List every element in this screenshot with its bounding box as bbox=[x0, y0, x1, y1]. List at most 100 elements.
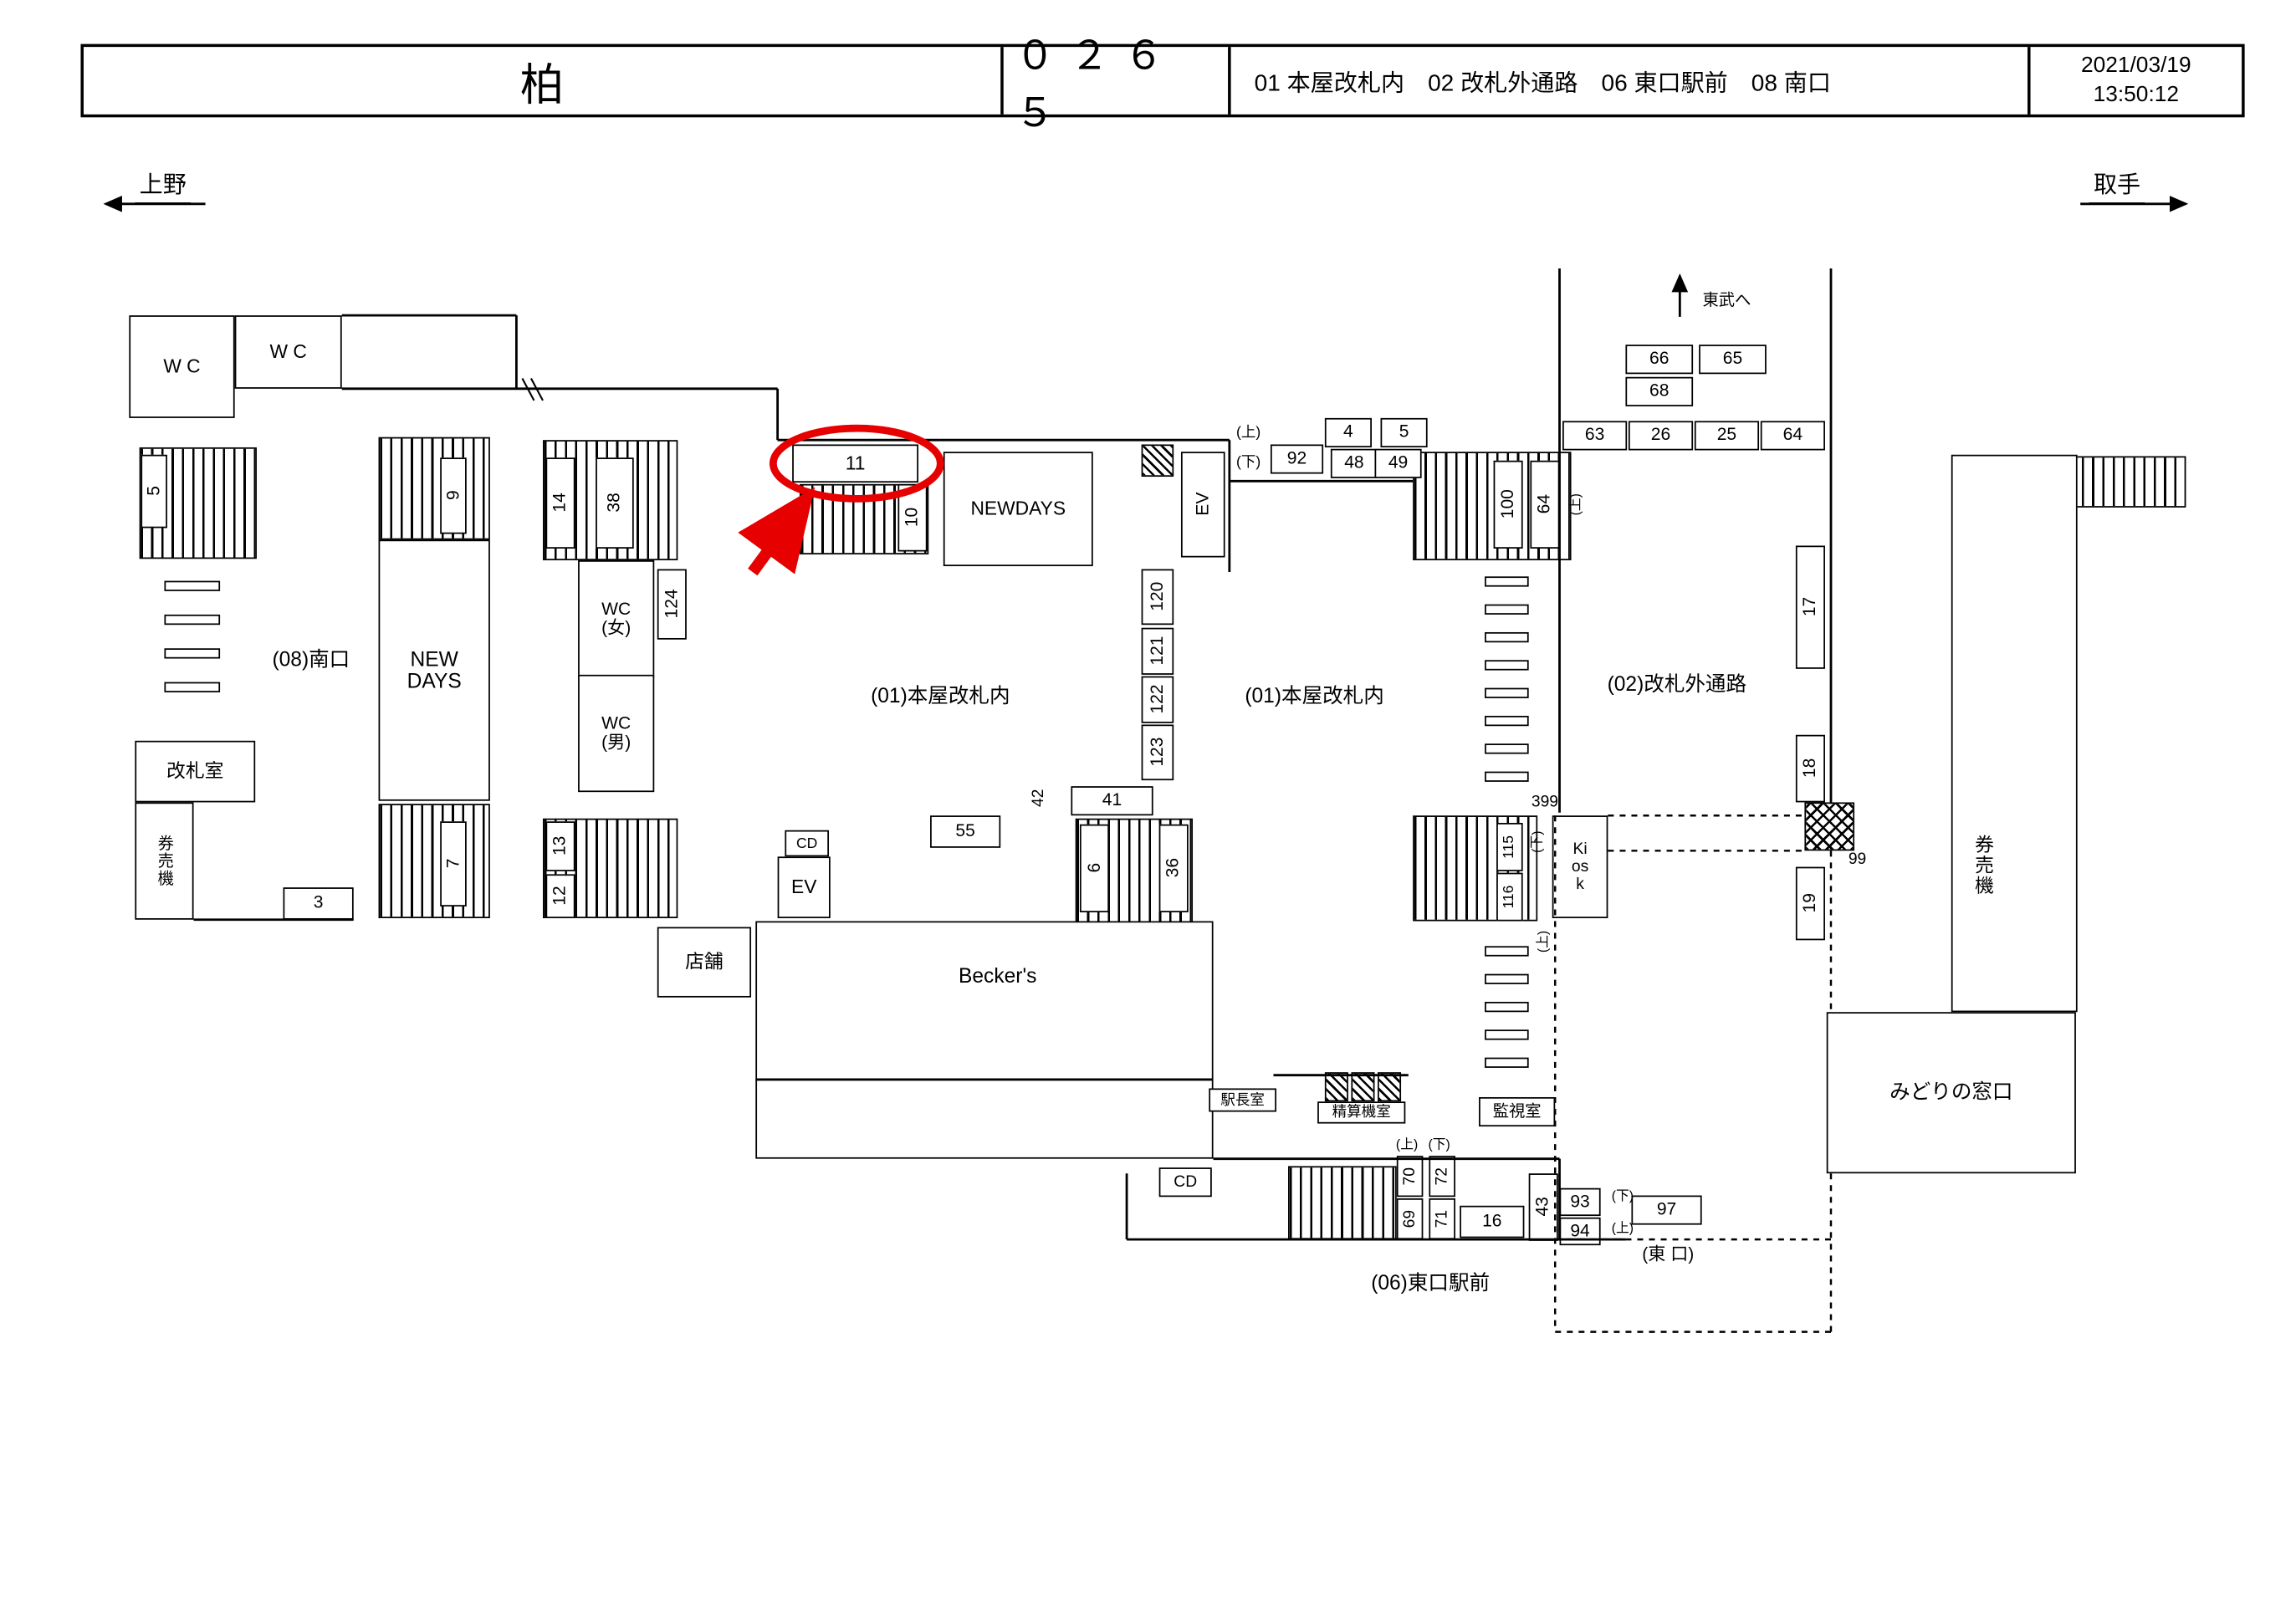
pos-box-43-label: 43 bbox=[1532, 1197, 1553, 1218]
note-east-exit: (東 口) bbox=[1623, 1244, 1714, 1267]
note-99: 99 bbox=[1837, 850, 1878, 871]
pos-box-94: 94 bbox=[1559, 1217, 1601, 1246]
pos-box-116-label: 116 bbox=[1501, 885, 1518, 909]
room-ticket-machine-south-label: 券売機 bbox=[156, 835, 174, 888]
label-beckers: Becker's bbox=[909, 963, 1085, 992]
room-tenpo: 店舗 bbox=[657, 927, 752, 998]
pos-box-97-label: 97 bbox=[1656, 1198, 1677, 1220]
pos-box-14-label: 14 bbox=[549, 493, 570, 513]
pos-box-120-label: 120 bbox=[1146, 582, 1168, 612]
pos-box-26: 26 bbox=[1628, 421, 1694, 451]
pos-box-69: 69 bbox=[1396, 1198, 1424, 1240]
pos-box-100-label: 100 bbox=[1496, 489, 1518, 519]
room-elevator-2: EV bbox=[777, 856, 831, 919]
gates-central-upper-bar bbox=[1485, 771, 1529, 782]
zone-label-main-1-label: (01)本屋改札内 bbox=[871, 683, 1010, 707]
pos-box-3: 3 bbox=[283, 887, 354, 920]
pos-box-7: 7 bbox=[440, 821, 467, 906]
gates-central-upper-bar bbox=[1485, 604, 1529, 615]
pos-box-92: 92 bbox=[1270, 444, 1324, 474]
pos-box-64: 64 bbox=[1760, 421, 1825, 451]
pos-box-19-label: 19 bbox=[1799, 893, 1820, 914]
pos-box-115: 115 bbox=[1496, 822, 1523, 871]
gates-south-bar bbox=[164, 682, 221, 692]
note-down-4-label: (下) bbox=[1428, 1136, 1450, 1152]
zone-label-main-2-label: (01)本屋改札内 bbox=[1245, 683, 1384, 707]
note-99-label: 99 bbox=[1848, 851, 1867, 870]
pos-box-9: 9 bbox=[440, 457, 467, 534]
label-ticket-machine-east-label: 券売機 bbox=[1971, 835, 1994, 896]
note-up-1: (上) bbox=[1226, 422, 1271, 443]
pos-box-122: 122 bbox=[1141, 676, 1174, 723]
pos-box-68: 68 bbox=[1625, 376, 1694, 406]
room-station-master-label: 駅長室 bbox=[1220, 1091, 1265, 1109]
pos-box-6: 6 bbox=[1079, 824, 1110, 912]
room-newdays-south-label: NEW DAYS bbox=[407, 646, 462, 692]
room-midori-madoguchi-label: みどりの窓口 bbox=[1889, 1080, 2013, 1104]
room-cd-2: CD bbox=[1158, 1167, 1212, 1198]
gates-central-upper-bar bbox=[1485, 660, 1529, 671]
note-up-1-label: (上) bbox=[1236, 424, 1261, 442]
gates-central-lower-bar bbox=[1485, 973, 1529, 984]
pos-box-25-label: 25 bbox=[1716, 424, 1737, 446]
room-kiosk: Ki os k bbox=[1552, 815, 1608, 919]
room-wc-southwest: W C bbox=[129, 315, 235, 418]
gates-central-lower bbox=[1485, 946, 1529, 1069]
pos-box-14: 14 bbox=[545, 457, 575, 549]
note-up-3: (上) bbox=[1532, 918, 1555, 965]
stairs-south-3 bbox=[378, 804, 490, 919]
pos-box-48-label: 48 bbox=[1344, 452, 1364, 473]
pos-box-7-label: 7 bbox=[442, 859, 463, 869]
pos-box-63-label: 63 bbox=[1584, 424, 1605, 446]
room-east-structure bbox=[1951, 454, 2078, 1013]
room-wc-men-label: WC (男) bbox=[601, 712, 632, 753]
pos-box-16-label: 16 bbox=[1482, 1210, 1502, 1232]
room-fare-adjustment-label: 精算機室 bbox=[1332, 1104, 1391, 1121]
hatch-ev-shaft bbox=[1141, 444, 1174, 477]
gates-central-upper-bar bbox=[1485, 631, 1529, 643]
pos-box-41-label: 41 bbox=[1102, 789, 1122, 810]
room-wc-women: WC (女) bbox=[578, 560, 655, 678]
station-code: ０２６５ bbox=[1015, 33, 1179, 135]
stairs-south-2 bbox=[378, 437, 490, 540]
note-up-2-label: (上) bbox=[1567, 493, 1582, 516]
pos-box-100: 100 bbox=[1493, 460, 1523, 549]
pos-box-36-label: 36 bbox=[1162, 858, 1184, 879]
pos-box-11-label: 11 bbox=[845, 451, 866, 474]
gates-central-lower-bar bbox=[1485, 1057, 1529, 1068]
room-kiosk-label: Ki os k bbox=[1571, 840, 1589, 894]
pos-box-3-label: 3 bbox=[313, 892, 324, 913]
gates-central-upper-bar bbox=[1485, 687, 1529, 698]
pos-box-55-label: 55 bbox=[955, 820, 975, 841]
gates-central-lower-bar bbox=[1485, 1029, 1529, 1040]
note-up-3-label: (上) bbox=[1534, 930, 1550, 953]
pos-box-13-label: 13 bbox=[549, 836, 570, 856]
date-text: 2021/03/19 bbox=[2080, 52, 2191, 78]
room-tenpo-label: 店舗 bbox=[685, 950, 724, 973]
pos-box-17: 17 bbox=[1795, 545, 1825, 669]
direction-right-label: 取手 bbox=[2089, 164, 2145, 204]
label-ticket-machine-east: 券売機 bbox=[1960, 792, 2004, 938]
pos-box-71-label: 71 bbox=[1433, 1209, 1451, 1228]
note-up-2: (上) bbox=[1564, 481, 1588, 528]
room-wc-men: WC (男) bbox=[578, 674, 655, 793]
room-station-master: 駅長室 bbox=[1209, 1088, 1276, 1112]
direction-left-label: 上野 bbox=[135, 164, 192, 204]
room-elevator-2-label: EV bbox=[790, 875, 817, 898]
note-east-exit-label: (東 口) bbox=[1642, 1244, 1695, 1265]
room-wc-women-label: WC (女) bbox=[601, 598, 632, 638]
gates-central-upper-bar bbox=[1485, 743, 1529, 754]
room-wc-southwest-label: W C bbox=[163, 355, 201, 377]
pos-box-49-label: 49 bbox=[1388, 452, 1409, 473]
label-beckers-label: Becker's bbox=[959, 963, 1037, 988]
room-wc-south: W C bbox=[234, 315, 342, 389]
pos-box-5-south: 5 bbox=[141, 454, 167, 529]
pos-box-18-label: 18 bbox=[1799, 758, 1820, 779]
pos-box-5: 5 bbox=[1380, 417, 1428, 447]
room-midori-madoguchi: みどりの窓口 bbox=[1826, 1012, 2076, 1174]
note-down-5: (下) bbox=[1602, 1187, 1643, 1208]
room-cd-1-label: CD bbox=[796, 835, 818, 852]
note-up-5-label: (上) bbox=[1611, 1220, 1634, 1235]
